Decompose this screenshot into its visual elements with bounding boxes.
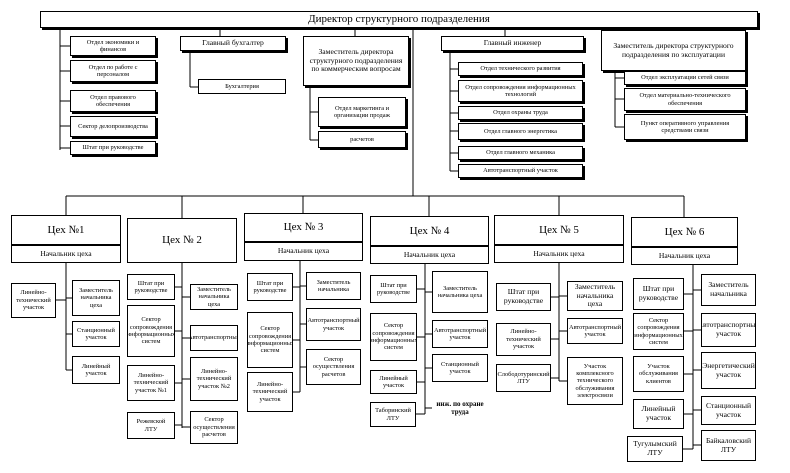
w3-settlements-sector: Сектор осуществления расчетов xyxy=(306,349,361,385)
operational-control-point: Пункт оперативного управления средствами… xyxy=(624,114,746,140)
vehicle-section: Автотранспортный участок xyxy=(458,164,583,178)
w6-vehicle-section: Автотранспортный участок xyxy=(701,313,756,347)
deputy-commercial-box: Заместитель директора структурного подра… xyxy=(303,36,409,86)
w5-staff-management: Штат при руководстве xyxy=(496,283,551,311)
w1-line-tech-section: Линейно-технический участок xyxy=(11,283,56,318)
workshop-5-head: Начальник цеха xyxy=(494,245,624,263)
w4-station-section: Станционный участок xyxy=(432,354,488,382)
w1-line-section: Линейный участок xyxy=(72,356,120,384)
it-support-dept: Отдел сопровождения информационных техно… xyxy=(458,80,583,102)
w2-vehicle-section: Автотранспортный xyxy=(190,325,238,351)
w6-staff-management: Штат при руководстве xyxy=(633,278,684,310)
w2-line-tech-section-2: Линейно-технический участок №2 xyxy=(190,357,238,401)
w4-staff-management: Штат при руководстве xyxy=(370,275,417,303)
w4-deputy-head: Заместитель начальника цеха xyxy=(432,271,488,313)
w3-info-systems-sector: Сектор сопровождения информационных сист… xyxy=(247,312,293,368)
w6-baikalovsky-ltu: Байкаловский ЛТУ xyxy=(701,430,756,461)
chief-power-engineer-dept: Отдел главного энергетика xyxy=(458,123,583,140)
w3-vehicle-section: Автотранспортный участок xyxy=(306,308,361,341)
director-box: Директор структурного подразделения xyxy=(40,11,758,28)
chief-mechanic-dept: Отдел главного механика xyxy=(458,146,583,160)
w4-line-section: Линейный участок xyxy=(370,370,417,394)
workshop-6-head: Начальник цеха xyxy=(631,247,738,265)
w1-station-section: Станционный участок xyxy=(72,321,120,347)
w5-deputy-head: Заместитель начальника цеха xyxy=(567,281,623,311)
chief-engineer-box: Главный инженер xyxy=(441,36,584,51)
w2-deputy-head: Заместитель начальника цеха xyxy=(190,284,238,310)
workshop-3-head: Начальник цеха xyxy=(244,242,363,261)
dept-personnel: Отдел по работе с персоналом xyxy=(70,60,156,82)
w4-vehicle-section: Автотранспортный участок xyxy=(432,320,488,348)
logistics-dept: Отдел материально-технического обеспечен… xyxy=(624,88,746,111)
workshop-4-title: Цех № 4 xyxy=(370,216,489,246)
labor-safety-dept: Отдел охраны труда xyxy=(458,106,583,120)
w5-telecom-maintenance-section: Участок комплексного технического обслуж… xyxy=(567,357,623,405)
w3-deputy-head: Заместитель начальника xyxy=(306,272,361,300)
w6-deputy-head: Заместитель начальника xyxy=(701,274,756,306)
workshop-6-title: Цех № 6 xyxy=(631,217,738,247)
network-operations-dept: Отдел эксплуатации сетей связи xyxy=(624,71,746,85)
w4-taborinsky-ltu: Таборинский ЛТУ xyxy=(370,402,416,427)
sector-records: Сектор делопроизводства xyxy=(70,116,156,137)
dept-economics-finance: Отдел экономики и финансов xyxy=(70,36,156,56)
deputy-operations-box: Заместитель директора структурного подра… xyxy=(601,30,746,71)
workshop-1-head: Начальник цеха xyxy=(11,245,121,263)
w2-settlements-sector: Сектор осуществления расчетов xyxy=(190,411,238,444)
workshop-2-title: Цех № 2 xyxy=(127,218,237,263)
w5-line-tech-section: Линейно-технический участок xyxy=(496,323,551,356)
w4-labor-safety-engineer: инж. по охране труда xyxy=(436,399,484,416)
accounting-box: Бухгалтерия xyxy=(198,79,286,94)
staff-management: Штат при руководстве xyxy=(70,141,156,155)
w5-slobodoturinsky-ltu: Слободотуринский ЛТУ xyxy=(496,364,551,392)
w6-tugulym-ltu: Тугулымский ЛТУ xyxy=(627,436,683,462)
w4-info-systems-sector: Сектор сопровождения информационных сист… xyxy=(370,313,417,361)
workshop-1-title: Цех №1 xyxy=(11,215,121,245)
w6-line-section: Линейный участок xyxy=(633,399,684,429)
tech-development-dept: Отдел технического развития xyxy=(458,62,583,76)
w3-line-tech-section: Линейно-технический участок xyxy=(247,372,293,412)
w2-line-tech-section-1: Линейно-технический участок №1 xyxy=(127,365,175,401)
workshop-3-title: Цех № 3 xyxy=(244,213,363,242)
w6-power-section: Энергетический участок xyxy=(701,352,756,389)
workshop-5-title: Цех № 5 xyxy=(494,215,624,245)
chief-accountant-box: Главный бухгалтер xyxy=(180,36,286,51)
w6-station-section: Станционный участок xyxy=(701,396,756,425)
dept-legal: Отдел правового обеспечения xyxy=(70,90,156,112)
marketing-dept-box: Отдел маркетинга и организации продаж xyxy=(318,97,406,127)
w6-customer-service-section: Участок обслуживания клиентов xyxy=(633,356,684,392)
w6-info-systems-sector: Сектор сопровождения информационных сист… xyxy=(633,313,684,350)
w2-rezh-ltu: Режевской ЛТУ xyxy=(127,412,175,439)
w5-vehicle-section: Автотранспортный участок xyxy=(567,318,623,344)
w3-staff-management: Штат при руководстве xyxy=(247,273,293,301)
w1-deputy-head: Заместитель начальника цеха xyxy=(72,280,120,316)
w2-staff-management: Штат при руководстве xyxy=(127,274,175,300)
settlements-box: расчетов xyxy=(318,131,406,148)
w2-info-systems-sector: Сектор сопровождения информационных сист… xyxy=(127,305,175,357)
workshop-4-head: Начальник цеха xyxy=(370,246,489,264)
